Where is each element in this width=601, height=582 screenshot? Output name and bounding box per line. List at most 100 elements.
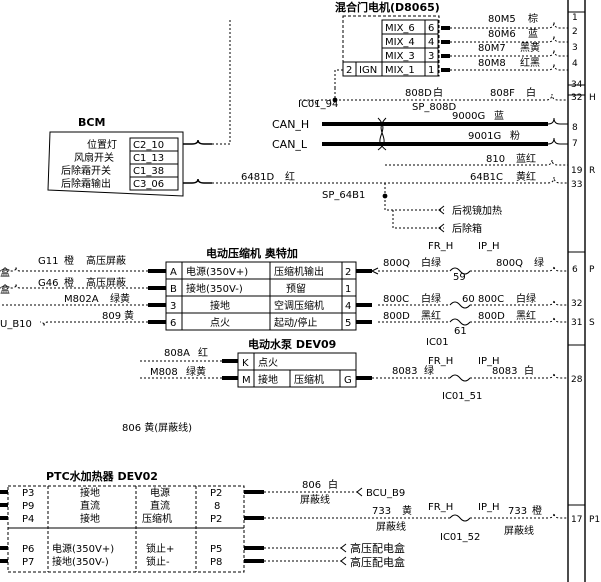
wire-code: 800C (478, 294, 504, 305)
wire-color: 白 (433, 86, 443, 99)
sp-808d-label: SP_808D (412, 102, 456, 113)
ptc-rnum: 8 (214, 501, 220, 512)
wire-code: 6481D (241, 172, 274, 183)
ptc-b: 电源 (150, 486, 170, 499)
ptc-a: 电源(350V+) (52, 542, 114, 555)
wire-color: 黄 (124, 309, 134, 322)
wire-code: 808F (490, 88, 515, 99)
wire-code: 810 (486, 154, 505, 165)
wire-808: IC01_94 808D 白 SP_808D 808F 白 (298, 86, 536, 113)
comp-left: 接地 (210, 299, 230, 312)
pump-rnum: G (344, 375, 352, 386)
can-l-label: CAN_L (272, 138, 308, 151)
bcm-pin: C1_38 (133, 166, 164, 177)
comp-rnum: 1 (345, 284, 351, 295)
motor-ign-num: 2 (346, 65, 352, 76)
note-806: 806 黄(屏蔽线) (122, 421, 192, 434)
ptc-rnum: P2 (210, 488, 222, 499)
bcu-b9-label: BCU_B9 (366, 488, 405, 499)
conn-num: 28 (571, 375, 583, 385)
conn-num: 32 (571, 93, 582, 103)
conn-num: 2 (572, 27, 578, 37)
edge-label: U_B10 (0, 319, 32, 330)
conn-num: 33 (571, 180, 582, 190)
comp-left: 点火 (210, 317, 230, 329)
ptc-lnum: P9 (22, 501, 34, 512)
ptc-b: 直流 (150, 499, 170, 512)
wire-color: 白绿 (516, 292, 536, 305)
wire-code: M808 (150, 367, 178, 378)
can-h-label: CAN_H (272, 118, 309, 131)
motor-pin-num: 1 (428, 65, 434, 76)
compressor-title: 电动压缩机 奥特加 (206, 246, 298, 260)
pump-lnum: M (242, 375, 251, 386)
wire-color: 橙 (64, 254, 74, 267)
comp-right: 空调压缩机 (274, 299, 324, 312)
wire-color: 绿黄 (110, 292, 130, 305)
wire-color: 红 (285, 170, 295, 183)
wire-code: 808A (164, 348, 190, 359)
right-connector-strip: 1 2 3 4 34 32 8 7 19 33 6 32 31 28 17 H … (567, 0, 600, 582)
hv-box-label: 高压配电盒 (350, 555, 405, 569)
wire-code: 8083 (392, 366, 417, 377)
motor-pin-name: MIX_4 (385, 37, 415, 48)
wire-color: 白绿 (421, 256, 441, 269)
ic01-52-label: IC01_52 (440, 532, 480, 543)
edge-label: 盒 (0, 283, 10, 296)
comp-rnum: 4 (345, 301, 351, 312)
wire-color: 白绿 (421, 292, 441, 305)
pump-right: 压缩机 (294, 373, 324, 386)
edge-label: 盒 (0, 266, 10, 279)
wire-color: 白 (524, 364, 534, 377)
electric-compressor: 电动压缩机 奥特加 A B 3 6 电源(350V+) 接地(350V-) 接地… (0, 246, 450, 331)
ic01-51-label: IC01_51 (442, 391, 482, 402)
ptc-title: PTC水加热器 DEV02 (46, 469, 158, 483)
wire-note: 高压屏蔽 (86, 254, 126, 267)
ptc-lnum: P6 (22, 544, 34, 555)
conn-num: 32 (571, 299, 582, 309)
fr-h-label: FR_H (428, 241, 453, 252)
wire-color: 黑黄 (520, 41, 540, 54)
ptc-a: 接地(350V-) (52, 555, 109, 568)
wire-code: M802A (64, 294, 99, 305)
ptc-rnum: P2 (210, 514, 222, 525)
ptc-b: 锁止- (146, 555, 170, 568)
conn-side-label: P (589, 265, 595, 275)
wire-color: 蓝红 (516, 152, 536, 165)
ptc-rnum: P5 (210, 544, 222, 555)
comp-lnum: 3 (170, 301, 176, 312)
ip-h-label: IP_H (478, 502, 500, 513)
wire-code: 64B1C (470, 172, 503, 183)
wire-code: 80M8 (478, 58, 506, 69)
ptc-rnum: P8 (210, 557, 222, 568)
ip-h-label: IP_H (478, 356, 500, 367)
motor-pin-num: 6 (428, 23, 434, 34)
wire-color: 粉 (510, 129, 520, 142)
motor-pin-name: MIX_1 (385, 65, 415, 76)
wire-code: 8083 (492, 366, 517, 377)
wire-code: 80M5 (488, 14, 516, 25)
wire-color: 红 (198, 346, 208, 359)
bcm-row-label: 风扇开关 (74, 151, 114, 164)
wire-code: 800D (478, 311, 505, 322)
bcm-row-label: 后除霜开关 (61, 164, 111, 177)
pump-title: 电动水泵 DEV09 (248, 337, 336, 351)
ptc-water-heater: PTC水加热器 DEV02 P3 P9 P4 P6 P7 接地 直流 接地 电源… (0, 469, 568, 573)
wire-code: 733 (372, 506, 391, 517)
motor-pin-num: 4 (428, 37, 434, 48)
conn-num: 4 (572, 59, 578, 69)
comp-rnum: 2 (345, 267, 351, 278)
wire-code: 806 (302, 480, 321, 491)
mirror-heat-label: 后视镜加热 (452, 204, 502, 217)
bcm-pin: C1_13 (133, 153, 164, 164)
conn-num: 7 (572, 139, 578, 149)
comp-left: 接地(350V-) (186, 282, 243, 295)
wire-note: 屏蔽线 (376, 520, 406, 533)
comp-left: 电源(350V+) (186, 265, 248, 278)
wire-code: G11 (38, 256, 58, 267)
comp-lnum: 6 (170, 318, 176, 329)
compressor-right-wiring: FR_H IP_H 800Q 白绿 59 800Q 绿 800C 白绿 60 8… (383, 241, 568, 348)
conn-num: 19 (571, 166, 583, 176)
wire-color: 蓝 (494, 110, 504, 122)
wire-color: 黄 (402, 504, 412, 517)
